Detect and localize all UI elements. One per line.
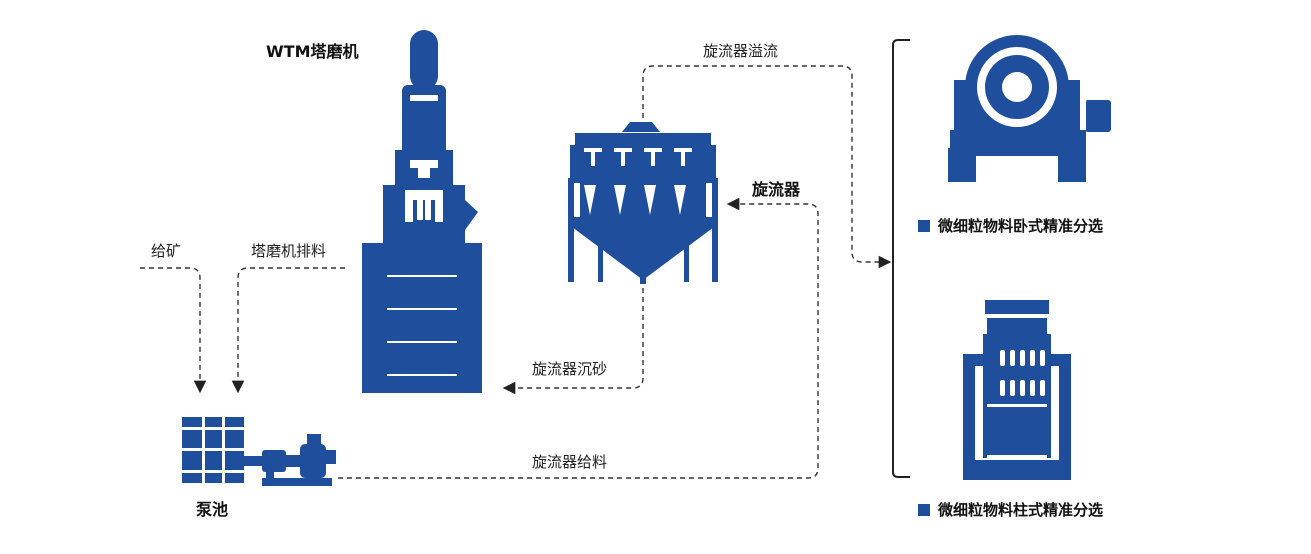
pump-icon (244, 434, 336, 486)
output-bracket (892, 39, 910, 478)
pump-tank-label: 泵池 (196, 500, 229, 519)
feed-ore-line (140, 267, 207, 394)
cyclone-underflow-label: 旋流器沉砂 (532, 360, 608, 378)
cyclone-underflow-line (502, 288, 644, 395)
mill-discharge-label: 塔磨机排料 (251, 242, 327, 260)
cyclone-feed-line (338, 197, 819, 479)
legend-square-icon (918, 219, 930, 232)
cyclone-feed-label: 旋流器给料 (532, 453, 608, 471)
column-separator-icon (963, 300, 1071, 480)
tower-mill-icon (362, 30, 482, 393)
output-horizontal-label: 微细粒物料卧式精准分选 (918, 215, 1103, 236)
legend-square-icon (918, 503, 930, 516)
cyclone-overflow-line (642, 65, 892, 269)
pump-tank-icon (182, 417, 244, 483)
output-column-label: 微细粒物料柱式精准分选 (918, 499, 1103, 520)
tower-mill-label: WTM塔磨机 (266, 42, 359, 61)
mill-discharge-line (231, 267, 345, 394)
horizontal-mill-icon (948, 35, 1111, 182)
output-column-text: 微细粒物料柱式精准分选 (938, 501, 1104, 519)
cyclone-overflow-label: 旋流器溢流 (703, 42, 779, 60)
output-horizontal-text: 微细粒物料卧式精准分选 (938, 217, 1104, 235)
cyclone-label: 旋流器 (752, 180, 801, 199)
feed-ore-label: 给矿 (151, 242, 182, 260)
cyclone-icon (568, 122, 718, 284)
